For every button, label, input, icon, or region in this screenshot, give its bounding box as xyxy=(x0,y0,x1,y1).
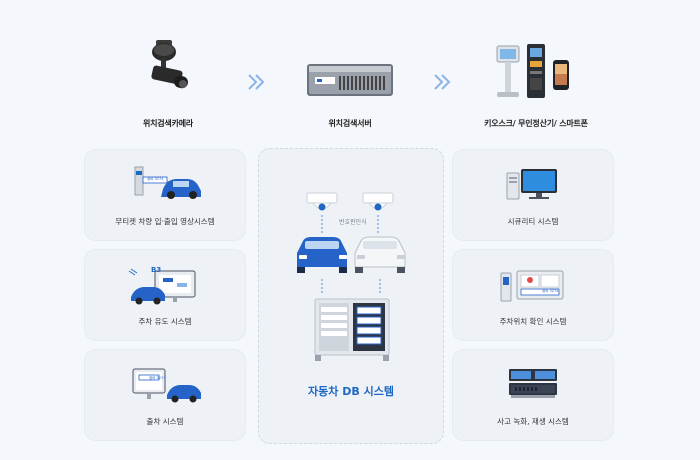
parking-guidance-illustration xyxy=(84,265,246,305)
card-exit-system: 정비 3274 출차 시스템 xyxy=(84,349,246,441)
car-db-title: 자동차 DB 시스템 xyxy=(308,385,394,398)
server-label: 위치검색서버 xyxy=(328,119,372,128)
camera-node: 위치검색카메라 xyxy=(88,38,248,129)
card-parking-guidance: B3 주차 유도 시스템 xyxy=(84,249,246,341)
chevron-right-icon xyxy=(246,72,266,96)
ticketless-entry-illustration xyxy=(84,165,246,199)
card-label-parking-location: 주차위치 확인 시스템 xyxy=(499,317,567,326)
kiosk-icon xyxy=(456,38,616,100)
dome-camera-icon xyxy=(306,192,338,211)
dome-camera-icon xyxy=(362,192,394,211)
camera-label: 위치검색카메라 xyxy=(142,119,194,128)
security-illustration xyxy=(452,165,614,203)
card-parking-location: 정비 3274 주차위치 확인 시스템 xyxy=(452,249,614,341)
car-db-system-panel: 번호판인식 자동차 DB 시스템 xyxy=(258,148,444,444)
card-label-ticketless-entry: 무티켓 차량 입·출입 영상시스템 xyxy=(115,217,215,226)
plate-recognition-tag: 번호판인식 xyxy=(339,219,367,226)
camera-icon xyxy=(88,38,248,100)
exit-plate: 정비 3274 xyxy=(149,376,166,380)
parking-location-illustration xyxy=(452,265,614,305)
card-label-exit-system: 출차 시스템 xyxy=(146,417,184,426)
card-label-accident-recording: 사고 녹화, 재생 시스템 xyxy=(497,417,569,426)
accident-recording-illustration xyxy=(452,365,614,403)
card-accident-recording: 사고 녹화, 재생 시스템 xyxy=(452,349,614,441)
rack-server-icon xyxy=(270,38,430,100)
chevron-right-icon xyxy=(432,72,452,96)
kiosk-node: 키오스크/ 무인정산기/ 스마트폰 xyxy=(456,38,616,129)
card-security: 시큐리티 시스템 xyxy=(452,149,614,241)
car-blue-icon xyxy=(297,237,347,273)
exit-system-illustration xyxy=(84,365,246,403)
card-label-parking-guidance: 주차 유도 시스템 xyxy=(138,317,192,326)
car-white-icon xyxy=(354,236,406,273)
card-label-security: 시큐리티 시스템 xyxy=(507,217,559,226)
location-plate: 정비 3274 xyxy=(542,289,559,293)
floor-indicator: B3 xyxy=(151,266,162,274)
server-node: 위치검색서버 xyxy=(270,38,430,129)
ticketless-plate: 정비 3274 xyxy=(147,177,164,181)
card-ticketless-entry: 정비 3274 무티켓 차량 입·출입 영상시스템 xyxy=(84,149,246,241)
server-cabinet-icon xyxy=(314,298,390,361)
kiosk-label: 키오스크/ 무인정산기/ 스마트폰 xyxy=(484,119,588,128)
car-db-illustration xyxy=(297,192,406,361)
